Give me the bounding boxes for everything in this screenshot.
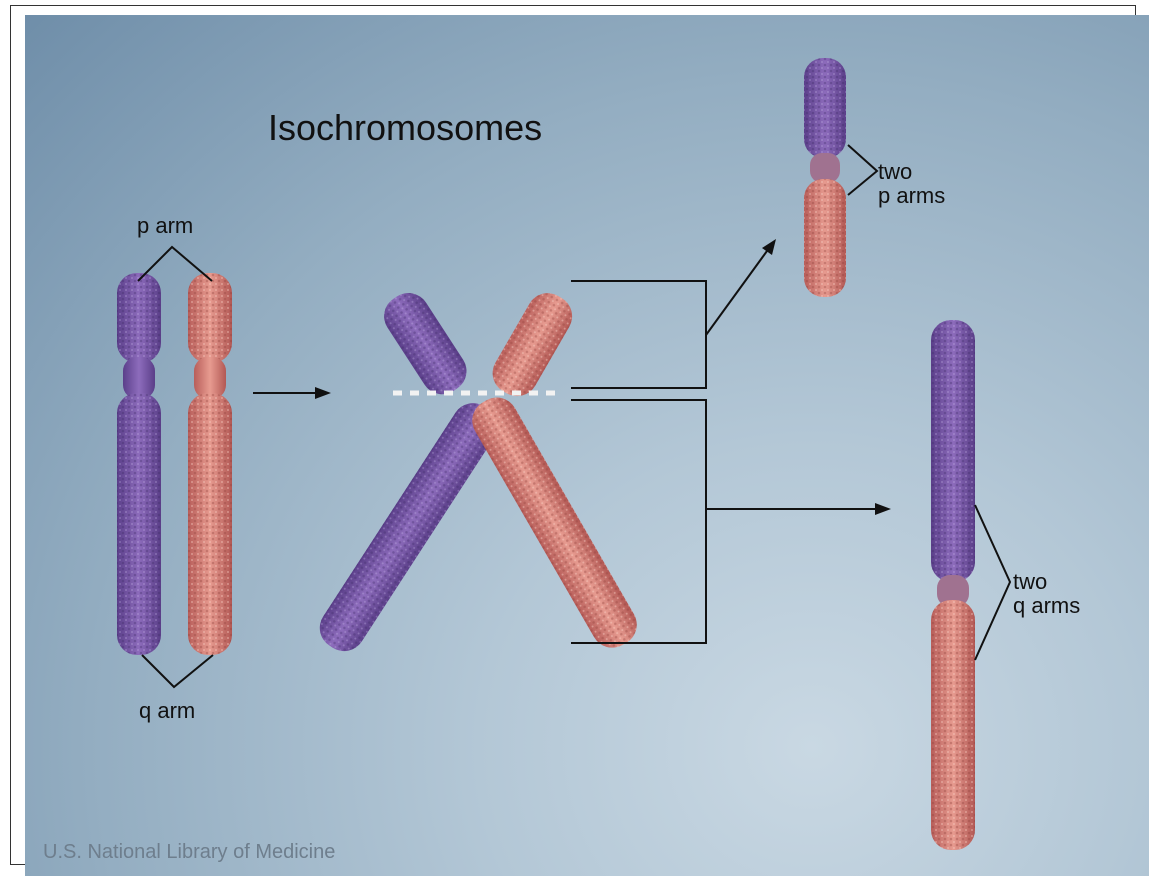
upper-bracket	[571, 281, 706, 388]
isochromosome-two-q-arms	[931, 320, 975, 850]
q-arm-label: q arm	[139, 699, 195, 723]
two-q-arms-bracket	[975, 505, 1010, 660]
isochromosome-two-p-arms	[804, 58, 846, 297]
left-purple-chromatid	[117, 273, 161, 655]
two-p-arms-label-line1: two	[878, 160, 912, 184]
two-p-arms-bracket	[848, 145, 877, 195]
middle-x-chromosome	[312, 285, 645, 659]
credit-text: U.S. National Library of Medicine	[43, 841, 335, 864]
diagram-canvas	[25, 15, 1149, 876]
left-pink-chromatid	[188, 273, 232, 655]
arrow-to-q-isochromosome	[706, 503, 891, 515]
arrow-to-p-isochromosome	[706, 239, 776, 335]
diagram-title: Isochromosomes	[268, 107, 542, 149]
p-arm-label: p arm	[137, 214, 193, 238]
arrow-to-split	[253, 387, 331, 399]
two-q-arms-label-line1: two	[1013, 570, 1047, 594]
q-arm-bracket	[142, 655, 213, 687]
two-p-arms-label-line2: p arms	[878, 184, 945, 208]
two-q-arms-label-line2: q arms	[1013, 594, 1080, 618]
diagram-panel: Isochromosomes p arm q arm two p arms tw…	[25, 15, 1149, 876]
